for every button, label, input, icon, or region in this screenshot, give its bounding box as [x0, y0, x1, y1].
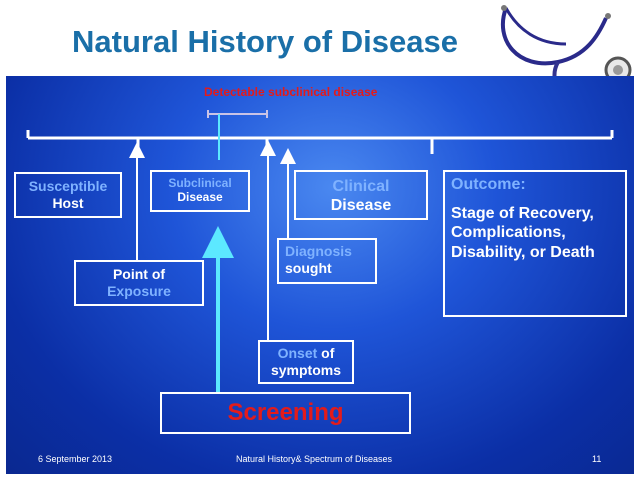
diagnosis-sought-box: Diagnosis sought: [277, 238, 377, 284]
outcome-line-1: Stage of Recovery,: [451, 205, 594, 223]
timeline-bar: [26, 130, 614, 154]
susceptible-label: Susceptible: [28, 178, 108, 194]
point-of-exposure-box: Point of Exposure: [74, 260, 204, 306]
footer-date: 6 September 2013: [38, 454, 113, 464]
susceptible-host-box: Susceptible Host: [14, 172, 122, 218]
exposure-label: Exposure: [107, 282, 171, 299]
diagnosis-label: Diagnosis: [285, 243, 352, 259]
onset-label: Onset: [277, 345, 318, 361]
slide-title: Natural History of Disease: [72, 24, 458, 59]
sought-label: sought: [285, 259, 332, 276]
of-label: of: [317, 345, 335, 361]
onset-of-symptoms-box: Onset of symptoms: [258, 340, 354, 384]
disease-label: Disease: [177, 190, 223, 205]
screening-label: Screening: [227, 399, 344, 426]
subclinical-disease-box: Subclinical Disease: [150, 170, 250, 212]
clinical-disease-box: Clinical Disease: [294, 170, 428, 220]
onset-line: Onset of: [260, 345, 352, 362]
point-of-label: Point of: [112, 266, 166, 282]
detectable-subclinical-label: Detectable subclinical disease: [204, 85, 378, 99]
symptoms-label: symptoms: [270, 361, 342, 378]
clinical-disease-label: Disease: [330, 197, 392, 215]
footer-page-number: 11: [592, 454, 602, 464]
screening-box: Screening: [160, 392, 411, 434]
outcome-heading: Outcome:: [451, 176, 526, 193]
detectable-bracket: [207, 110, 268, 160]
timeline-lines: [26, 110, 614, 392]
diagram-panel: Detectable subclinical disease Susceptib…: [6, 76, 634, 474]
clinical-label: Clinical: [332, 178, 390, 195]
subclinical-label: Subclinical: [168, 176, 232, 190]
footer-title: Natural History& Spectrum of Diseases: [236, 454, 393, 464]
host-label: Host: [52, 194, 84, 211]
outcome-box: Outcome: Stage of Recovery, Complication…: [443, 170, 627, 317]
outcome-line-2: Complications,: [451, 224, 566, 242]
outcome-line-3: Disability, or Death: [451, 243, 595, 261]
